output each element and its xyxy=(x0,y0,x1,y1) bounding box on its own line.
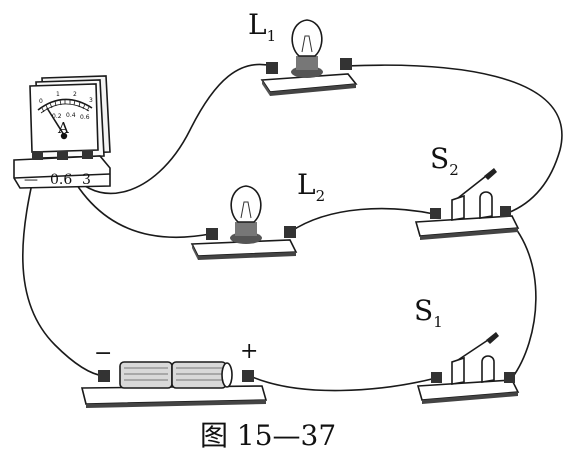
lamp-l2-label: L2 xyxy=(297,168,325,205)
battery-cell-2 xyxy=(171,361,227,389)
battery-terminal-positive xyxy=(242,370,254,382)
switch-s1-terminal-right xyxy=(504,372,515,383)
ammeter-unit-label: A xyxy=(57,119,69,137)
lamp-l1-base xyxy=(296,56,318,70)
battery-cell-1 xyxy=(119,361,173,389)
lamp-l1-board-edge xyxy=(262,80,270,96)
ammeter-terminals xyxy=(32,150,93,160)
ammeter-scale-label: 0.4 xyxy=(66,112,76,119)
switch-s2-blade xyxy=(457,175,487,199)
battery-positive-label: + xyxy=(240,339,258,364)
lamp-l1-filament xyxy=(301,35,313,53)
switch-s1-terminal-left xyxy=(431,372,442,383)
wire-l2-to-s2 xyxy=(289,207,435,233)
wire-ammeter-to-battery xyxy=(22,157,105,377)
wire-s2-to-s1 xyxy=(504,215,537,379)
battery-board-edge xyxy=(86,400,266,408)
lamp-l1-terminal-left xyxy=(266,62,278,74)
battery-terminal-negative xyxy=(98,370,110,382)
ammeter-scale-ticks xyxy=(41,99,90,113)
ammeter-face xyxy=(29,83,99,153)
ammeter-scale-label: 0.2 xyxy=(52,113,62,120)
ammeter-scale-label: 0.6 xyxy=(80,114,90,121)
ammeter-scale-label: 1 xyxy=(56,91,60,98)
lamp-l1-terminal-right xyxy=(340,58,352,70)
lamp-l2-filament xyxy=(240,201,252,219)
switch-s1-hinge xyxy=(451,356,465,385)
lamp-l2-bulb xyxy=(230,185,262,223)
lamp-l2-board-edge xyxy=(198,252,296,260)
lamp-l2-terminal-left xyxy=(206,228,218,240)
switch-s2-handle xyxy=(484,168,497,180)
figure-caption: 图 15—37 xyxy=(200,419,336,452)
ammeter-needle-pivot xyxy=(60,132,68,140)
ammeter-scale-label: 2 xyxy=(73,91,77,98)
switch-s1-blade xyxy=(457,339,489,361)
battery-cap xyxy=(221,362,233,388)
switch-s1-label: S1 xyxy=(414,294,443,331)
ammeter-terminal-0-6 xyxy=(57,151,68,160)
lamp-l1: L1 xyxy=(248,8,358,96)
switch-s2-clip xyxy=(479,191,493,219)
switch-s2-terminal-left xyxy=(430,208,441,219)
ammeter-scale-inner-arc xyxy=(40,103,90,114)
switch-s1-handle xyxy=(486,332,499,344)
ammeter-needle xyxy=(46,107,65,136)
ammeter-terminal-3 xyxy=(82,150,93,159)
ammeter-scale-arc xyxy=(37,98,93,111)
lamp-l2: L2 xyxy=(190,168,325,260)
switch-s1-board-edge xyxy=(422,392,518,404)
ammeter: 0 1 2 3 0.2 0.4 0.6 A — 0.6 3 xyxy=(13,75,111,189)
ammeter-terminal-label: 3 xyxy=(82,172,91,188)
lamp-l1-label: L1 xyxy=(248,8,276,45)
switch-s2-board-edge xyxy=(420,228,518,240)
lamp-l2-terminal-right xyxy=(284,226,296,238)
ammeter-scale-label: 3 xyxy=(89,97,93,104)
ammeter-scale-label: 0 xyxy=(39,98,43,105)
lamp-l2-board-edge xyxy=(192,244,198,260)
lamp-l1-board-edge xyxy=(270,84,356,96)
battery-shading xyxy=(124,367,222,381)
lamp-l1-bulb xyxy=(291,19,323,57)
ammeter-terminal-label: 0.6 xyxy=(50,172,72,188)
switch-s2-hinge xyxy=(451,194,465,221)
switch-s1: S1 xyxy=(414,294,520,404)
ammeter-terminal-negative xyxy=(32,151,43,160)
ammeter-terminal-label: — xyxy=(24,172,38,188)
battery-negative-label: − xyxy=(94,341,112,366)
battery: − + xyxy=(80,339,268,408)
lamp-l2-base xyxy=(235,222,257,236)
switch-s2-terminal-right xyxy=(500,206,511,217)
switch-s1-clip xyxy=(481,355,495,383)
wire-l1-to-s2 xyxy=(345,64,563,215)
ammeter-base-edge xyxy=(13,173,111,179)
wire-ammeter-to-l1 xyxy=(62,63,273,195)
wire-battery-to-s1 xyxy=(249,375,437,392)
switch-s2-label: S2 xyxy=(430,142,459,179)
switch-s2: S2 xyxy=(414,142,520,240)
